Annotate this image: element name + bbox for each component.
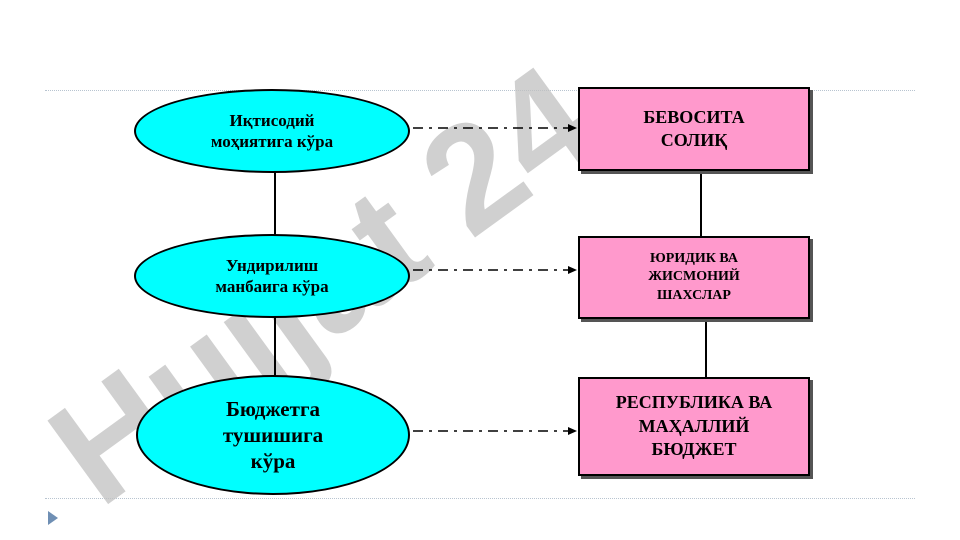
left-connector-bottom [274,315,276,380]
box-legal-natural-persons: ЮРИДИК ВА ЖИСМОНИЙ ШАХСЛАР [578,236,810,319]
box-republic-local-budget: РЕСПУБЛИКА ВА МАҲАЛЛИЙ БЮДЖЕТ [578,377,810,476]
box-direct-tax: БЕВОСИТА СОЛИҚ [578,87,810,171]
bottom-guide-line [45,498,915,499]
node-budget-inflow: Бюджетга тушишига кўра [136,375,410,495]
left-connector-top [274,168,276,238]
node-economic-essence: Иқтисодий моҳиятига кўра [134,89,410,173]
box-legal-natural-persons-label: ЮРИДИК ВА ЖИСМОНИЙ ШАХСЛАР [648,251,740,303]
right-connector-top [700,170,702,236]
box-direct-tax-label: БЕВОСИТА СОЛИҚ [643,106,745,150]
play-triangle-icon[interactable] [48,511,58,525]
box-republic-local-budget-label: РЕСПУБЛИКА ВА МАҲАЛЛИЙ БЮДЖЕТ [615,392,773,460]
right-connector-bottom [705,319,707,377]
node-budget-inflow-label: Бюджетга тушишига кўра [222,396,324,474]
top-guide-line [45,90,915,91]
node-collection-source-label: Ундирилиш манбаига кўра [215,255,329,296]
node-collection-source: Ундирилиш манбаига кўра [134,234,410,318]
node-economic-essence-label: Иқтисодий моҳиятига кўра [210,110,334,151]
